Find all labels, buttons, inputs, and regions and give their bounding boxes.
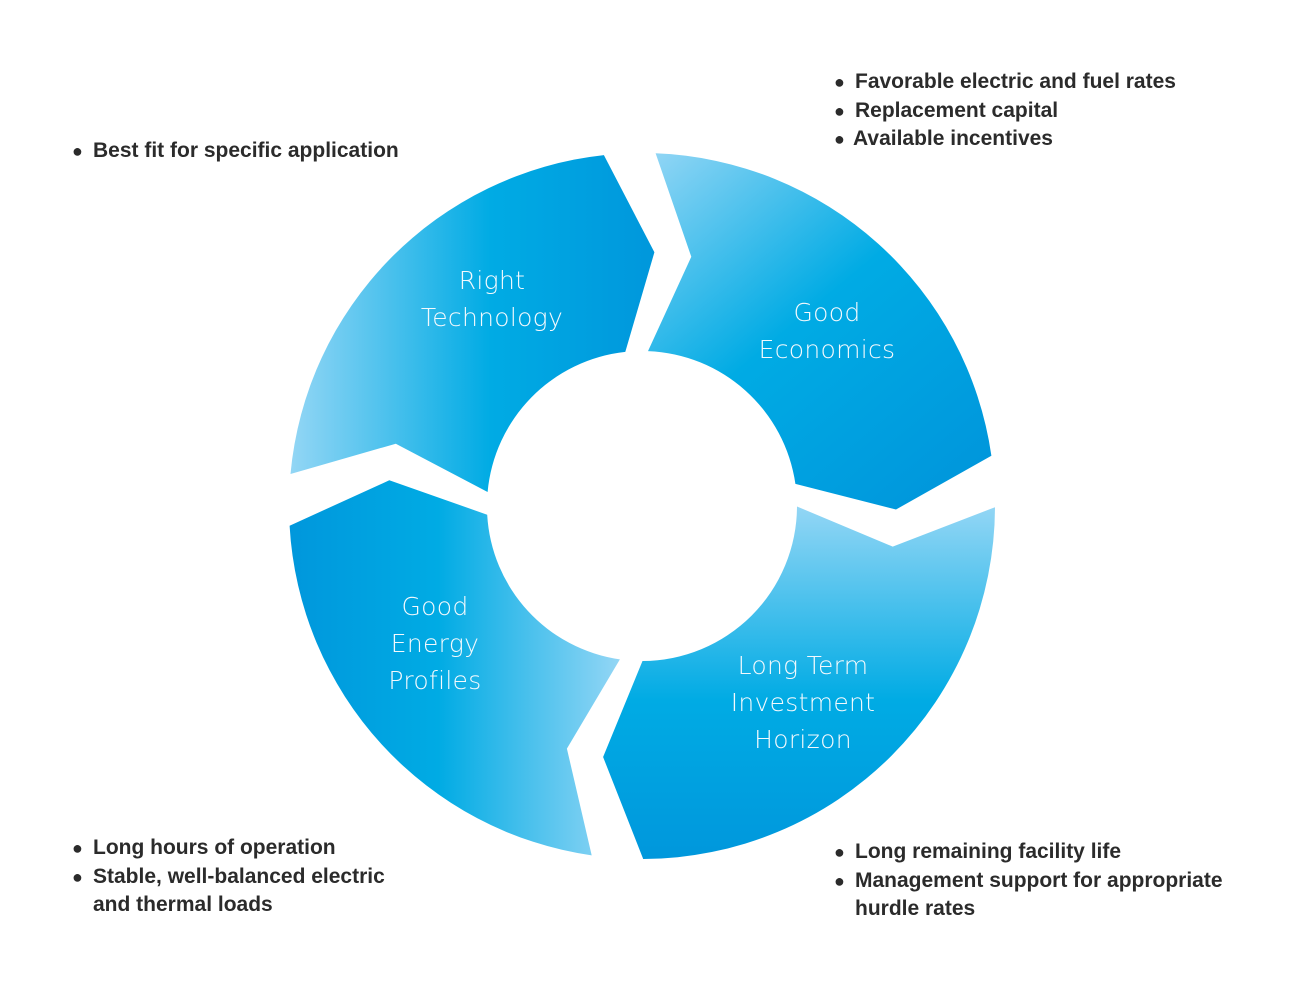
- note-text: Long hours of operation: [93, 836, 336, 859]
- label-line: Good: [401, 592, 469, 621]
- note-text: Replacement capital: [855, 98, 1059, 122]
- notes-right-technology: ● Best fit for specific application: [72, 137, 399, 166]
- note-item: ● Long hours of operation: [72, 834, 385, 863]
- bullet-icon: ●: [834, 870, 845, 891]
- label-line: Right: [458, 266, 526, 295]
- note-text: hurdle rates: [855, 897, 976, 920]
- segment-label-good-economics: Good Economics: [727, 294, 927, 368]
- notes-good-energy-profiles: ● Long hours of operation ● Stable, well…: [72, 834, 385, 920]
- label-line: Good: [793, 298, 861, 327]
- note-text: Long remaining facility life: [855, 840, 1122, 863]
- note-item: ● Favorable electric and fuel rates: [834, 68, 1176, 97]
- bullet-icon: ●: [72, 838, 83, 858]
- segment-label-long-term-investment-horizon: Long Term Investment Horizon: [703, 647, 903, 758]
- bullet-icon: ●: [834, 100, 845, 121]
- label-line: Technology: [420, 303, 564, 332]
- label-line: Investment: [730, 688, 876, 717]
- note-item: ● Available incentives: [834, 125, 1176, 154]
- bullet-icon: ●: [834, 842, 845, 862]
- label-line: Energy: [390, 629, 480, 658]
- note-text: Available incentives: [853, 127, 1053, 150]
- note-text: Favorable electric and fuel rates: [855, 70, 1176, 93]
- bullet-icon: ●: [834, 129, 845, 149]
- note-item: ● Management support for appropriate hur…: [834, 867, 1223, 924]
- note-text: and thermal loads: [93, 893, 273, 916]
- segment-arrow-good-economics: [648, 153, 992, 510]
- segment-arrow-long-term-investment-horizon: [603, 506, 995, 859]
- note-text: Stable, well-balanced electric: [93, 864, 385, 888]
- notes-good-economics: ● Favorable electric and fuel rates ● Re…: [834, 68, 1176, 154]
- label-line: Economics: [758, 335, 896, 364]
- note-text: Management support for appropriate: [855, 868, 1223, 892]
- bullet-icon: ●: [834, 72, 845, 92]
- segment-label-right-technology: Right Technology: [392, 262, 592, 336]
- label-line: Long Term: [737, 651, 869, 680]
- bullet-icon: ●: [72, 866, 83, 887]
- note-text: Best fit for specific application: [93, 139, 399, 162]
- bullet-icon: ●: [72, 141, 83, 161]
- segment-arrow-good-energy-profiles: [289, 480, 620, 856]
- label-line: Profiles: [388, 666, 482, 695]
- segment-arrow-right-technology: [290, 155, 655, 492]
- notes-long-term-investment-horizon: ● Long remaining facility life ● Managem…: [834, 838, 1223, 924]
- note-item: ● Long remaining facility life: [834, 838, 1223, 867]
- note-item: ● Best fit for specific application: [72, 137, 399, 166]
- note-item: ● Replacement capital: [834, 97, 1176, 126]
- label-line: Horizon: [754, 725, 852, 754]
- note-item: ● Stable, well-balanced electric and the…: [72, 863, 385, 920]
- segment-label-good-energy-profiles: Good Energy Profiles: [335, 588, 535, 699]
